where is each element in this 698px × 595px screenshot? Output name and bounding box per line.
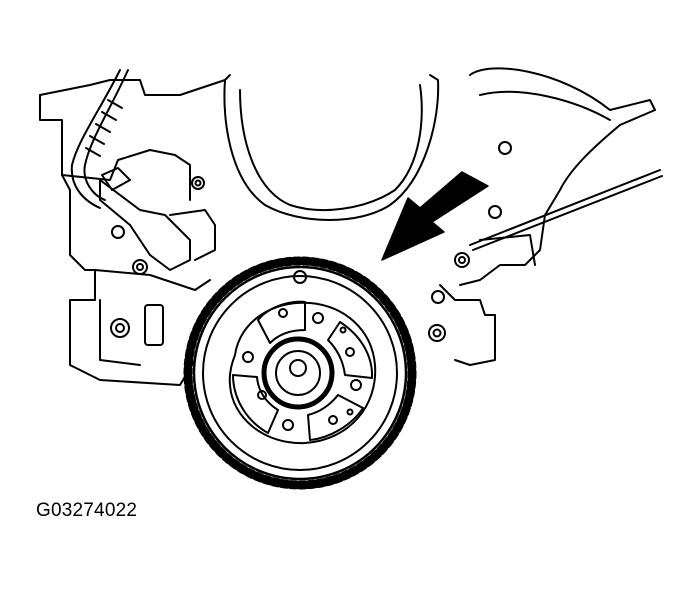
hub-hole-5 bbox=[328, 415, 338, 425]
bolt-left-lower-inner bbox=[136, 263, 144, 271]
housing-right-outline bbox=[459, 67, 656, 286]
sensor-bracket bbox=[169, 209, 216, 261]
engine-block-slot bbox=[144, 304, 164, 346]
hub-hole-4 bbox=[350, 379, 362, 391]
timing-cover-opening-inner bbox=[239, 84, 423, 211]
hub-hole-3 bbox=[345, 347, 355, 357]
bolt-right-lower bbox=[431, 290, 445, 304]
bolt-right-dipstick bbox=[454, 252, 470, 268]
engine-block-inner-edge bbox=[61, 149, 191, 201]
dipstick-rod-lower bbox=[472, 175, 663, 251]
timing-cover-opening bbox=[223, 74, 440, 221]
sprocket-hub-plate bbox=[228, 301, 377, 445]
hub-hole-9 bbox=[346, 408, 354, 416]
wiring-harness bbox=[83, 69, 129, 201]
crankshaft-nose-center bbox=[289, 359, 307, 377]
indicator-arrow-icon bbox=[381, 171, 489, 261]
crankshaft-nose-inner bbox=[275, 350, 321, 396]
wiring-ribs bbox=[85, 99, 123, 157]
sensor-connector bbox=[101, 167, 131, 191]
sprocket-rim-outer bbox=[192, 265, 408, 481]
hub-hole-8 bbox=[242, 351, 254, 363]
bolt-right-upper bbox=[498, 141, 512, 155]
housing-right-ledge bbox=[439, 284, 496, 366]
hub-hole-7 bbox=[257, 390, 267, 400]
bolt-left-lower bbox=[132, 259, 148, 275]
bolt-right-bottom bbox=[428, 324, 446, 342]
engine-block-rib bbox=[99, 299, 141, 366]
bolt-right-mid bbox=[488, 205, 502, 219]
hub-hole-6 bbox=[282, 419, 294, 431]
bolt-left-mid bbox=[111, 225, 125, 239]
dipstick-rod-upper bbox=[469, 169, 661, 246]
figure-code: G03274022 bbox=[36, 500, 138, 521]
bolt-right-bottom-inner bbox=[432, 328, 442, 338]
engine-block-outline bbox=[39, 94, 196, 386]
bolt-left-bottom bbox=[110, 318, 130, 338]
hub-hole-10 bbox=[339, 326, 347, 334]
housing-right-inner bbox=[479, 90, 611, 121]
sprocket-rim-inner bbox=[202, 275, 398, 471]
engine-block-lower-edge bbox=[94, 269, 211, 291]
bolt-left-upper bbox=[191, 176, 205, 190]
hub-cutout-right bbox=[327, 321, 374, 379]
bolt-left-bottom-inner bbox=[115, 323, 125, 333]
wiring-harness-outer bbox=[70, 69, 121, 209]
hub-hole-1 bbox=[278, 308, 288, 318]
hub-cutout-left bbox=[232, 374, 279, 434]
bolt-right-dipstick-inner bbox=[458, 256, 466, 264]
engine-block-top-edge bbox=[39, 74, 231, 96]
sprocket-tooth-ring bbox=[183, 256, 417, 490]
crankshaft-nose-outer bbox=[261, 336, 335, 410]
bolt-left-upper-inner bbox=[194, 179, 202, 187]
hub-hole-2 bbox=[312, 312, 324, 324]
housing-right-boss bbox=[479, 234, 536, 266]
hub-cutout-bottom bbox=[307, 394, 364, 441]
crank-position-sensor bbox=[99, 179, 191, 271]
hub-cutout-top bbox=[257, 300, 306, 344]
